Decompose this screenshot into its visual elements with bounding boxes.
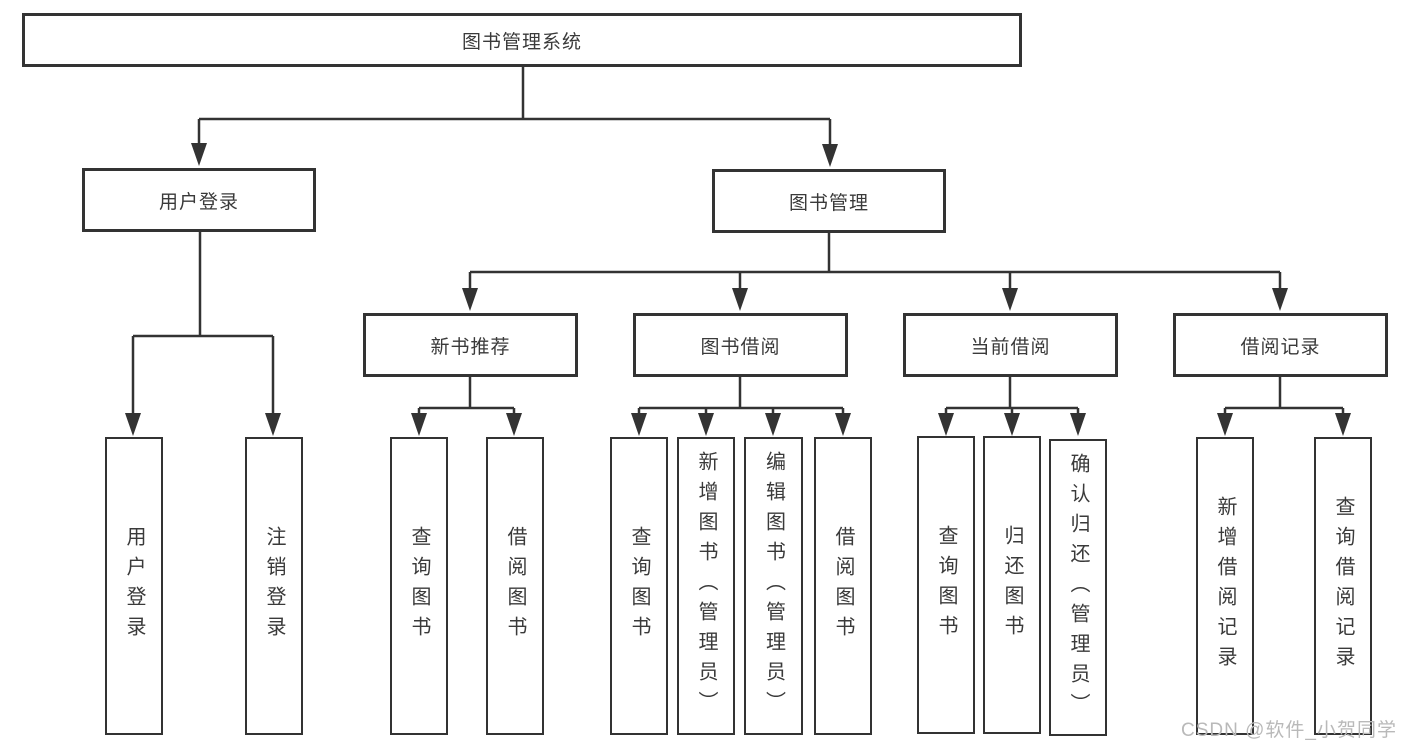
leaf-return-books: 归还图书 xyxy=(983,436,1041,734)
node-book-borrow: 图书借阅 xyxy=(633,313,848,377)
leaf-confirm-return-admin: 确认归还（管理员） xyxy=(1049,439,1107,736)
csdn-watermark: CSDN @软件_小贺同学 xyxy=(1181,720,1397,741)
node-book-management-branch: 图书管理 xyxy=(712,169,946,233)
leaf-borrow-books-2: 借阅图书 xyxy=(814,437,872,735)
leaf-query-books-3: 查询图书 xyxy=(917,436,975,734)
leaf-query-borrow-record: 查询借阅记录 xyxy=(1314,437,1372,735)
node-user-login-branch: 用户登录 xyxy=(82,168,316,232)
leaf-add-books-admin: 新增图书（管理员） xyxy=(677,437,735,735)
leaf-query-books-2: 查询图书 xyxy=(610,437,668,735)
leaf-logout: 注销登录 xyxy=(245,437,303,735)
leaf-query-books-1: 查询图书 xyxy=(390,437,448,735)
leaf-borrow-books-1: 借阅图书 xyxy=(486,437,544,735)
node-borrow-records: 借阅记录 xyxy=(1173,313,1388,377)
leaf-edit-books-admin: 编辑图书（管理员） xyxy=(744,437,803,735)
leaf-add-borrow-record: 新增借阅记录 xyxy=(1196,437,1254,735)
arrowheads xyxy=(125,143,1351,436)
leaf-user-login: 用户登录 xyxy=(105,437,163,735)
node-new-book-recommend: 新书推荐 xyxy=(363,313,578,377)
node-current-borrow: 当前借阅 xyxy=(903,313,1118,377)
connector-stems xyxy=(131,66,1345,416)
node-root-system: 图书管理系统 xyxy=(22,13,1022,67)
